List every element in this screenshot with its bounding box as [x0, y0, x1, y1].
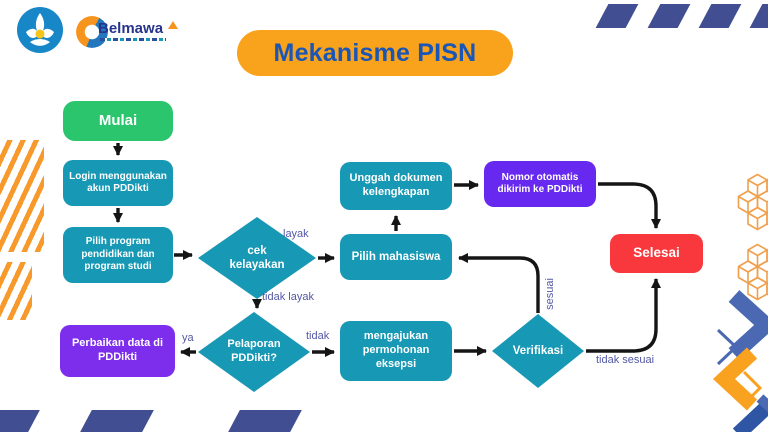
node-label: Mulai — [98, 111, 138, 129]
node-label: cek kelayakan — [229, 244, 285, 271]
edge-label-tidak-layak: tidak layak — [262, 291, 314, 303]
orange-stripes-decoration — [0, 262, 32, 320]
node-label: Pilih mahasiswa — [351, 250, 441, 263]
edge-verifikasi-pilihmahasiswa — [458, 253, 540, 313]
node-label: Perbaikan data di PDDikti — [71, 337, 164, 363]
node-nomor-otomatis: Nomor otomatis dikirim ke PDDikti — [484, 161, 596, 207]
edge-label-layak: layak — [283, 228, 309, 240]
node-pilih-mahasiswa: Pilih mahasiswa — [340, 234, 452, 280]
edge-nomor-selesai — [598, 182, 661, 229]
belmawa-gear-icon — [76, 16, 108, 48]
kemdikbud-logo-icon — [17, 7, 63, 53]
slide-title-pill: Mekanisme PISN — [237, 30, 513, 76]
node-label: Pelaporan PDDikti? — [227, 338, 281, 364]
belmawa-tagline — [100, 38, 166, 41]
belmawa-accent-icon — [168, 21, 178, 29]
node-label: Verifikasi — [512, 344, 564, 357]
node-selesai: Selesai — [610, 234, 703, 273]
node-pilih-program: Pilih program pendidikan dan program stu… — [63, 227, 173, 283]
node-unggah-dokumen: Unggah dokumen kelengkapan — [340, 162, 452, 210]
orange-stripes-decoration — [0, 140, 44, 252]
page-title: Mekanisme PISN — [273, 38, 477, 67]
edge-verifikasi-selesai — [586, 278, 661, 353]
edge-label-tidak: tidak — [306, 330, 330, 342]
node-perbaikan-data: Perbaikan data di PDDikti — [60, 325, 175, 377]
edge-label-tidak-sesuai: tidak sesuai — [596, 354, 655, 366]
edge-label-ya: ya — [182, 332, 194, 344]
node-label: Pilih program pendidikan dan program stu… — [81, 236, 155, 273]
node-label: mengajukan permohonan eksepsi — [362, 330, 430, 370]
belmawa-wordmark: Belmawa — [98, 20, 164, 37]
node-label: Unggah dokumen kelengkapan — [349, 172, 443, 198]
node-label: Login menggunakan akun PDDikti — [69, 170, 167, 195]
belmawa-logo: Belmawa — [76, 14, 196, 50]
node-login: Login menggunakan akun PDDikti — [63, 160, 173, 206]
node-mengajukan-eksepsi: mengajukan permohonan eksepsi — [340, 321, 452, 381]
edge-label-sesuai: sesuai — [544, 278, 556, 310]
node-mulai: Mulai — [63, 101, 173, 141]
node-label: Nomor otomatis dikirim ke PDDikti — [497, 171, 583, 196]
node-label: Selesai — [633, 245, 680, 261]
